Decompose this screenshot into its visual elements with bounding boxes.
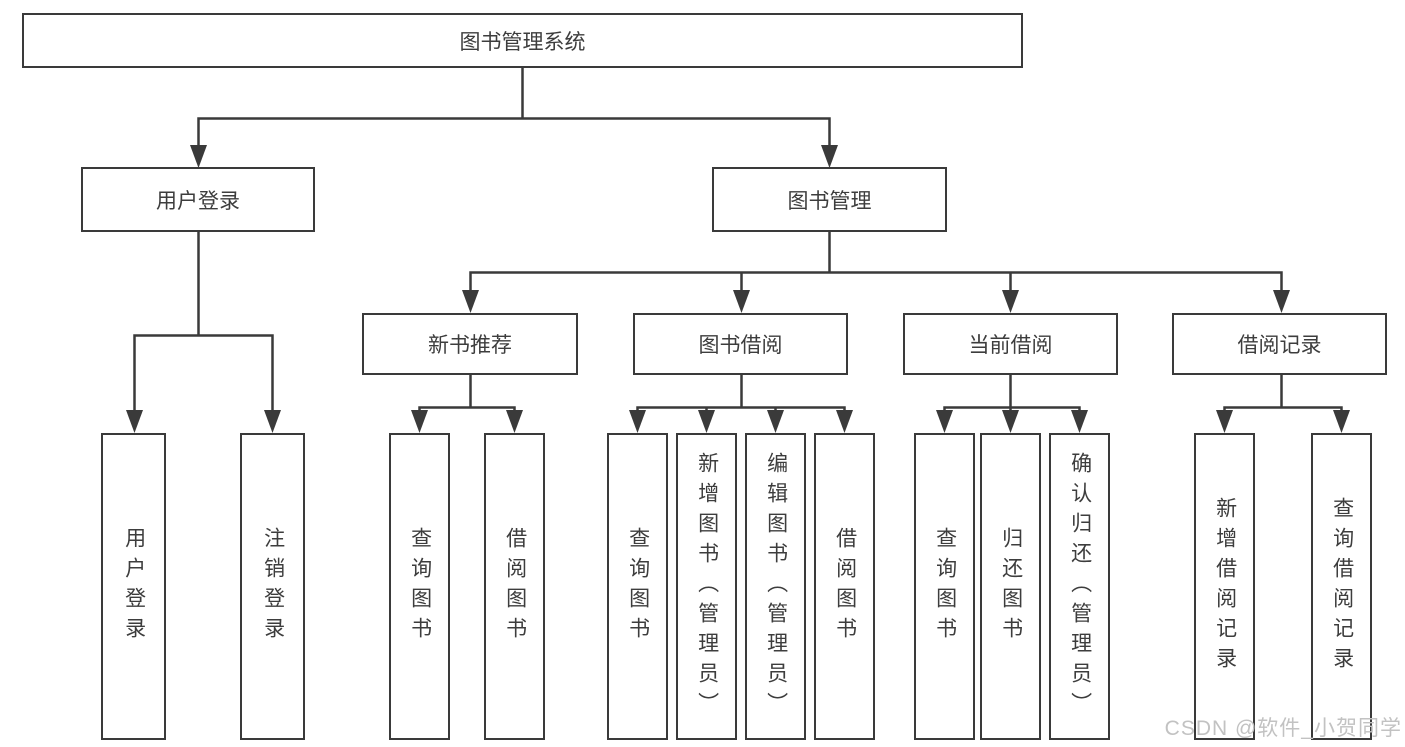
arrowheads [126,145,1350,433]
node-label: 图书借阅 [698,334,783,357]
node-label: 借阅图书 [503,526,527,647]
node-label: 注销登录 [261,526,285,647]
leaf-borrow-books-recommend: 借阅图书 [484,433,545,740]
leaf-edit-books-admin: 编辑图书（管理员） [745,433,806,740]
node-label: 查询借阅记录 [1330,496,1354,677]
node-label: 借阅图书 [833,526,857,647]
leaf-query-books-current: 查询图书 [914,433,975,740]
leaf-borrow-books-borrowing: 借阅图书 [814,433,875,740]
node-borrowing-records: 借阅记录 [1172,313,1387,375]
node-label: 用户登录 [156,189,240,213]
node-label: 查询图书 [408,526,432,647]
leaf-user-login: 用户登录 [101,433,166,740]
node-label: 借阅记录 [1237,334,1322,357]
node-book-borrowing: 图书借阅 [633,313,848,375]
leaf-return-books: 归还图书 [980,433,1041,740]
node-current-borrowing: 当前借阅 [903,313,1118,375]
node-label: 图书管理系统 [459,30,586,54]
node-label: 图书管理 [787,189,872,213]
node-book-management: 图书管理 [712,167,947,232]
leaf-query-books-borrowing: 查询图书 [607,433,668,740]
leaf-add-books-admin: 新增图书（管理员） [676,433,737,740]
node-label: 编辑图书（管理员） [764,451,788,722]
node-new-book-recommend: 新书推荐 [362,313,578,375]
leaf-query-books-recommend: 查询图书 [389,433,450,740]
node-label: 查询图书 [933,526,957,647]
node-label: 新增借阅记录 [1213,496,1237,677]
node-label: 归还图书 [999,526,1023,647]
node-user-login: 用户登录 [81,167,315,232]
leaf-query-borrow-record: 查询借阅记录 [1311,433,1372,740]
watermark: CSDN @软件_小贺同学 [1164,717,1402,740]
leaf-add-borrow-record: 新增借阅记录 [1194,433,1255,740]
node-label: 当前借阅 [968,334,1053,357]
node-label: 查询图书 [626,526,650,647]
node-label: 新书推荐 [428,334,512,357]
leaf-logout: 注销登录 [240,433,305,740]
node-root: 图书管理系统 [22,13,1023,68]
node-label: 用户登录 [122,526,146,647]
leaf-confirm-return-admin: 确认归还（管理员） [1049,433,1110,740]
node-label: 新增图书（管理员） [695,451,719,722]
node-label: 确认归还（管理员） [1068,451,1092,722]
